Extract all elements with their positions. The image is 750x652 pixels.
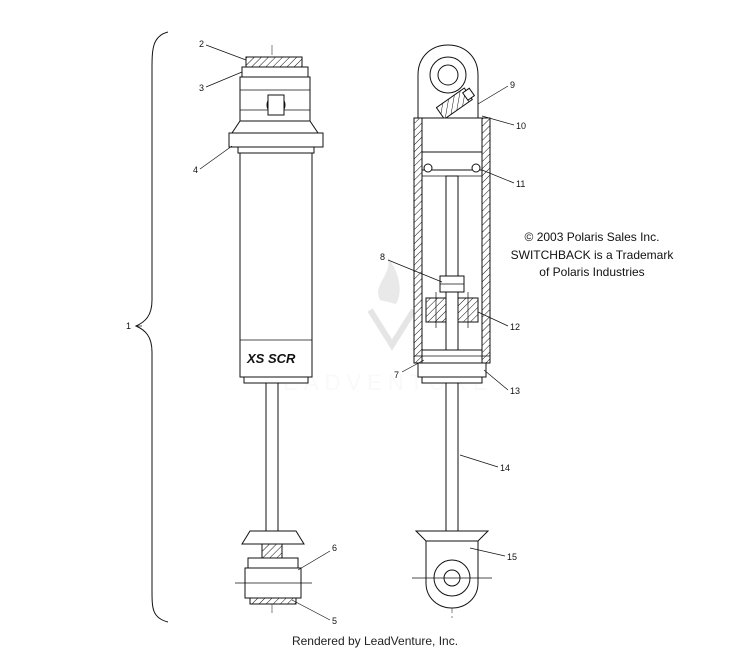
callout-9: 9 xyxy=(510,80,515,90)
assembly-bracket xyxy=(134,31,169,623)
callout-5: 5 xyxy=(332,616,337,626)
callout-14: 14 xyxy=(500,463,510,473)
callout-13: 13 xyxy=(510,386,520,396)
bottom-bumper xyxy=(241,530,305,545)
piston-shaft-section xyxy=(445,382,459,532)
callout-4: 4 xyxy=(193,165,198,175)
callout-15: 15 xyxy=(507,552,517,562)
copyright-line-2: SWITCHBACK is a Trademark xyxy=(511,248,675,262)
callout-10: 10 xyxy=(516,121,526,131)
copyright-notice: © 2003 Polaris Sales Inc. SWITCHBACK is … xyxy=(511,230,675,279)
top-eye-cap xyxy=(241,66,309,78)
copyright-line-1: © 2003 Polaris Sales Inc. xyxy=(525,230,660,244)
body-decal: XS SCR xyxy=(246,351,296,366)
piston-shaft xyxy=(265,382,279,532)
spring-collar xyxy=(228,132,324,148)
callout-8: 8 xyxy=(380,252,385,262)
callout-7: 7 xyxy=(394,370,399,380)
right-shock-section xyxy=(412,44,492,620)
callout-6: 6 xyxy=(332,543,337,553)
callout-1: 1 xyxy=(126,321,131,331)
callout-2: 2 xyxy=(199,39,204,49)
callout-numbers: 1 2 3 4 5 6 7 8 9 10 11 12 13 14 15 xyxy=(126,39,526,626)
callout-11: 11 xyxy=(516,179,525,189)
copyright-line-3: of Polaris Industries xyxy=(539,265,644,279)
leader-lines xyxy=(136,44,515,621)
left-shock-exterior: XS SCR xyxy=(228,45,324,615)
bottom-bushing xyxy=(249,597,297,605)
seal-head xyxy=(421,349,483,364)
shock-body xyxy=(239,152,313,378)
top-cap-cushion xyxy=(245,56,303,68)
callout-12: 12 xyxy=(510,322,520,332)
callout-3: 3 xyxy=(199,83,204,93)
spring-collar-top xyxy=(231,120,319,134)
floating-piston xyxy=(421,151,483,171)
render-credit: Rendered by LeadVenture, Inc. xyxy=(292,634,458,648)
